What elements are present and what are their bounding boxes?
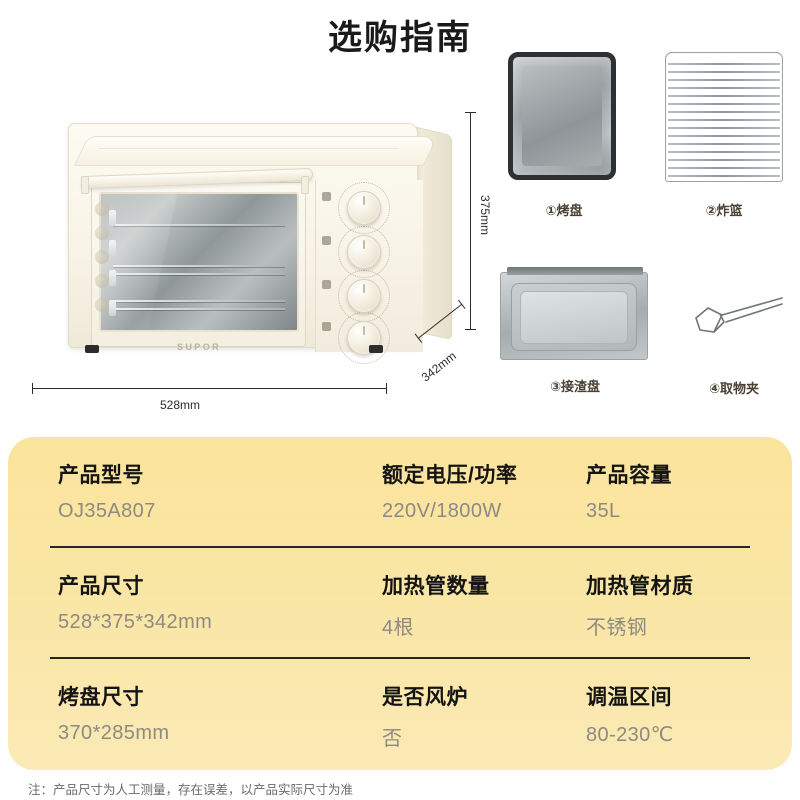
function-icon (322, 280, 331, 289)
crumb-tray-icon (500, 267, 648, 360)
spec-value: OJ35A807 (58, 500, 156, 522)
spec-cell: 烤盘尺寸 370*285mm (58, 681, 169, 745)
spec-cell: 产品容量 35L (586, 459, 672, 523)
spec-cell: 是否风炉 否 (382, 681, 468, 751)
oven-rack (112, 264, 286, 267)
baking-tray-inner (522, 66, 602, 166)
spec-key: 产品尺寸 (58, 575, 144, 598)
dimension-label-height: 375mm (478, 195, 492, 236)
spec-value: 不锈钢 (586, 617, 648, 639)
decal-icon (95, 298, 109, 312)
row-divider (50, 657, 750, 659)
spec-value: 4根 (382, 617, 414, 639)
dimension-line-height (465, 112, 476, 330)
accessory-baking-tray: ①烤盘 (508, 52, 620, 227)
oven-top-seam (98, 148, 400, 149)
spec-value: 80-230℃ (586, 724, 674, 746)
handle-post-right (301, 176, 309, 194)
oven-foot (369, 345, 383, 353)
oven-foot (85, 345, 99, 353)
spec-key: 调温区间 (586, 686, 672, 709)
spec-key: 额定电压/功率 (382, 464, 518, 487)
oven-body: SUPOR (68, 123, 439, 364)
row-divider (50, 546, 750, 548)
accessory-label: ③接渣盘 (549, 379, 600, 394)
spec-key: 烤盘尺寸 (58, 686, 144, 709)
spec-cell: 调温区间 80-230℃ (586, 681, 674, 747)
knob-mode[interactable] (347, 279, 381, 313)
accessory-label: ①烤盘 (545, 203, 583, 218)
accessory-label: ②炸篮 (705, 203, 743, 218)
spec-row: 产品尺寸 528*375*342mm 加热管数量 4根 加热管材质 不锈钢 (8, 548, 792, 659)
spec-cell: 加热管数量 4根 (382, 570, 490, 640)
spec-value: 220V/1800W (382, 500, 502, 522)
crumb-tray-lip (507, 267, 643, 275)
spec-value: 528*375*342mm (58, 611, 213, 633)
dimension-line-width (32, 383, 387, 394)
oven-rack (112, 300, 286, 303)
accessory-label: ④取物夹 (708, 381, 759, 396)
crumb-tray-recess-outer (511, 283, 637, 351)
oven-rack (112, 223, 286, 226)
food-tongs-icon (695, 297, 783, 333)
frying-basket-icon (665, 52, 783, 182)
spec-key: 产品容量 (586, 464, 672, 487)
dimension-label-width: 528mm (160, 398, 201, 412)
accessory-crumb-tray: ③接渣盘 (500, 267, 650, 397)
oven-product-image: SUPOR (58, 95, 458, 385)
baking-tray-icon (508, 52, 616, 180)
oven-rack (112, 272, 286, 275)
footnote: 注：产品尺寸为人工测量，存在误差，以产品实际尺寸为准 (28, 783, 354, 797)
page-title: 选购指南 (328, 19, 472, 57)
spec-row: 烤盘尺寸 370*285mm 是否风炉 否 调温区间 80-230℃ (8, 659, 792, 770)
decal-icon (95, 274, 109, 288)
decal-icon (95, 250, 109, 264)
spec-value: 35L (586, 500, 621, 522)
crumb-tray-recess-inner (520, 291, 628, 344)
decal-icon (95, 202, 109, 216)
spec-cell: 额定电压/功率 220V/1800W (382, 459, 517, 523)
oven-rack (112, 308, 286, 311)
spec-cell: 加热管材质 不锈钢 (586, 570, 694, 640)
accessory-frying-basket: ②炸篮 (665, 52, 783, 227)
oven-top-lid (73, 136, 439, 166)
knob-function[interactable] (347, 191, 381, 225)
spec-key: 加热管材质 (586, 575, 694, 598)
spec-key: 加热管数量 (382, 575, 490, 598)
spec-key: 产品型号 (58, 464, 144, 487)
function-icon (322, 192, 331, 201)
brand-logo: SUPOR (177, 342, 222, 352)
spec-cell: 产品尺寸 528*375*342mm (58, 570, 212, 634)
knob-temperature[interactable] (347, 235, 381, 269)
accessory-food-tongs: ④取物夹 (678, 278, 790, 398)
oven-door-glass (99, 192, 299, 332)
function-icon (322, 236, 331, 245)
spec-key: 是否风炉 (382, 686, 468, 709)
power-icon (322, 322, 331, 331)
spec-value: 否 (382, 728, 403, 750)
spec-value: 370*285mm (58, 722, 170, 744)
spec-panel: 产品型号 OJ35A807 额定电压/功率 220V/1800W 产品容量 35… (8, 437, 792, 770)
oven-control-panel (315, 180, 423, 364)
spec-row: 产品型号 OJ35A807 额定电压/功率 220V/1800W 产品容量 35… (8, 437, 792, 548)
spec-cell: 产品型号 OJ35A807 (58, 459, 156, 523)
handle-post-left (81, 176, 89, 194)
oven-function-decals (93, 202, 111, 332)
decal-icon (95, 226, 109, 240)
